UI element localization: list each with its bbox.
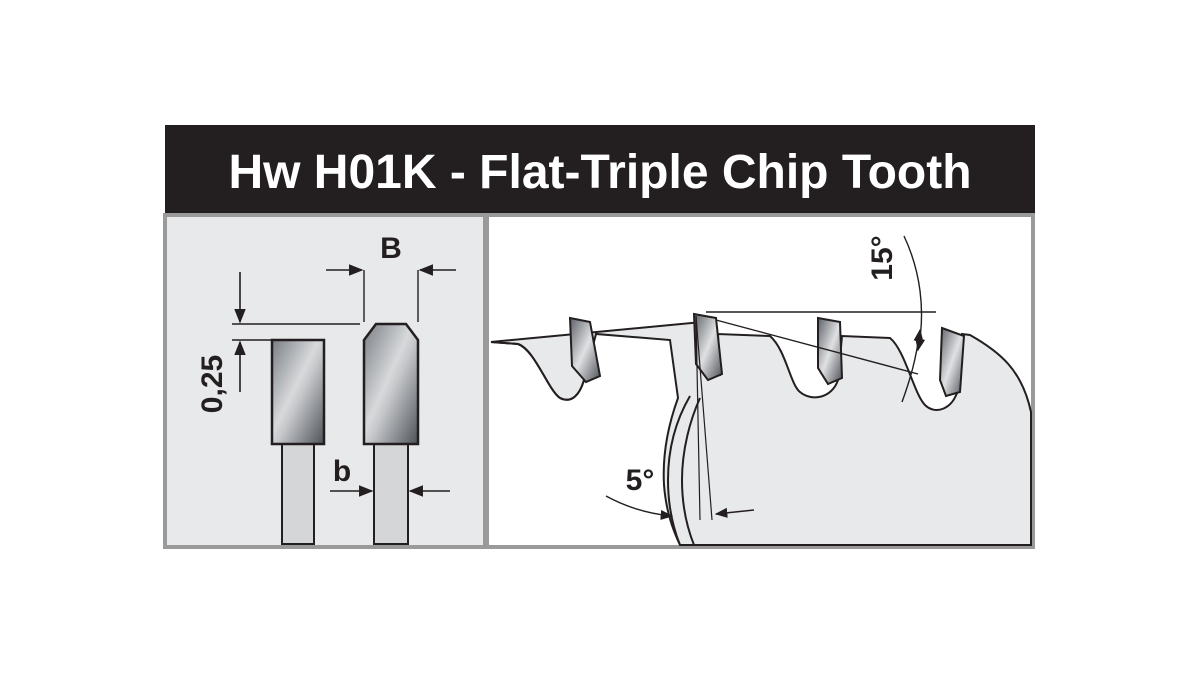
label-b: b bbox=[333, 455, 351, 488]
tooth-tip-2 bbox=[692, 312, 724, 382]
dimension-b: b bbox=[330, 455, 450, 497]
right-panel: 15° 5° bbox=[485, 213, 1035, 549]
header-bar: Hw H01K - Flat-Triple Chip Tooth bbox=[165, 125, 1035, 215]
label-top-angle: 15° bbox=[866, 235, 899, 280]
label-side-angle: 5° bbox=[626, 464, 655, 497]
diagram-title: Hw H01K - Flat-Triple Chip Tooth bbox=[228, 146, 971, 199]
dimension-height: 0,25 bbox=[196, 272, 360, 413]
dimension-B: B bbox=[326, 232, 456, 322]
left-panel: B 0,25 b bbox=[163, 213, 487, 549]
tooth-tip-4 bbox=[938, 326, 966, 398]
label-height: 0,25 bbox=[196, 355, 229, 413]
trapezoid-tooth-front-view bbox=[362, 322, 420, 545]
flat-tooth-front-view bbox=[270, 338, 326, 545]
label-B: B bbox=[380, 232, 402, 265]
tooth-tip-1 bbox=[568, 316, 602, 384]
